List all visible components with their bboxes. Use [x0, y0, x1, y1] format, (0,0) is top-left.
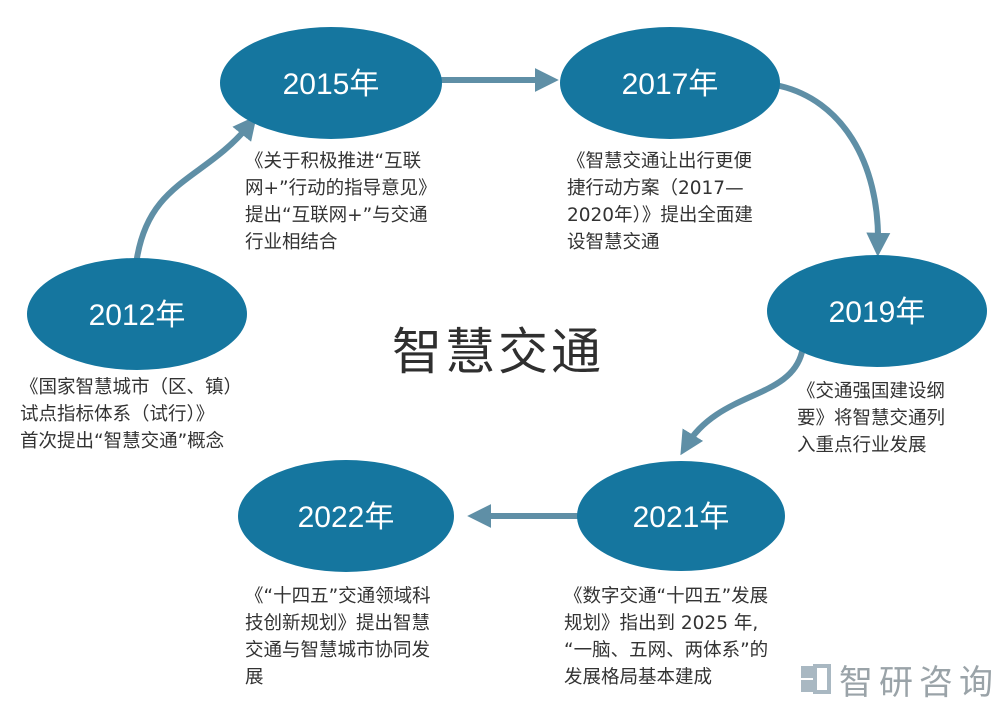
description-2019: 《交通强国建设纲 要》将智慧交通列 入重点行业发展: [797, 378, 945, 459]
description-2021-line: 规划》指出到 2025 年,: [564, 613, 759, 634]
watermark-text: 智研咨询: [839, 662, 999, 703]
node-2012-year: 2012年: [89, 299, 186, 332]
description-2017-line: 设智慧交通: [567, 232, 660, 253]
description-2015-line: 网+”行动的指导意见》: [245, 178, 437, 199]
center-title: 智慧交通: [392, 323, 604, 381]
watermark: 智研咨询: [799, 659, 999, 703]
node-2022: 2022年: [238, 460, 454, 572]
description-2022-line: 技创新规划》提出智慧: [245, 613, 431, 634]
node-2017-year: 2017年: [622, 68, 719, 101]
description-2022-line: 《“十四五”交通领域科: [245, 586, 431, 607]
description-2012-line: 《国家智慧城市（区、镇）: [20, 377, 243, 398]
node-2017: 2017年: [560, 27, 780, 139]
node-2015-year: 2015年: [283, 68, 380, 101]
description-2021: 《数字交通“十四五”发展 规划》指出到 2025 年, “一脑、五网、两体系”的…: [564, 583, 768, 691]
description-2019-line: 入重点行业发展: [797, 435, 927, 456]
description-2021-line: “一脑、五网、两体系”的: [564, 640, 769, 661]
description-2021-line: 发展格局基本建成: [564, 667, 713, 688]
node-2019: 2019年: [767, 255, 987, 367]
description-2022: 《“十四五”交通领域科 技创新规划》提出智慧 交通与智慧城市协同发 展: [245, 583, 431, 691]
node-2021-year: 2021年: [633, 501, 730, 534]
description-2015-line: 行业相结合: [245, 232, 338, 253]
node-2015: 2015年: [220, 27, 442, 139]
description-2019-line: 要》将智慧交通列: [797, 408, 946, 429]
description-2012: 《国家智慧城市（区、镇） 试点指标体系（试行）》 首次提出“智慧交通”概念: [20, 374, 242, 455]
description-2017: 《智慧交通让出行更便 捷行动方案（2017— 2020年）》提出全面建 设智慧交…: [567, 148, 753, 256]
description-2017-line: 捷行动方案（2017—: [567, 178, 744, 199]
description-2017-line: 《智慧交通让出行更便: [567, 151, 753, 172]
description-2022-line: 展: [245, 667, 264, 688]
description-2015-line: 《关于积极推进“互联: [245, 151, 422, 172]
node-2019-year: 2019年: [829, 296, 926, 329]
description-2017-line: 2020年）》提出全面建: [567, 205, 753, 226]
arrow-2017-to-2019: [777, 83, 891, 257]
node-2012: 2012年: [27, 258, 247, 370]
arrow-2012-to-2015: [134, 115, 257, 261]
node-2021: 2021年: [577, 461, 785, 571]
node-2022-year: 2022年: [298, 501, 395, 534]
description-2021-line: 《数字交通“十四五”发展: [564, 586, 769, 607]
description-2019-line: 《交通强国建设纲: [797, 381, 946, 402]
description-2012-line: 试点指标体系（试行）》: [20, 404, 215, 425]
description-2012-line: 首次提出“智慧交通”概念: [20, 431, 225, 452]
description-2015-line: 提出“互联网+”与交通: [245, 205, 428, 226]
arrow-2019-to-2021: [680, 349, 805, 456]
description-2022-line: 交通与智慧城市协同发: [245, 640, 431, 661]
zhiyan-logo-icon: [801, 664, 831, 694]
description-2015: 《关于积极推进“互联 网+”行动的指导意见》 提出“互联网+”与交通 行业相结合: [245, 148, 437, 256]
